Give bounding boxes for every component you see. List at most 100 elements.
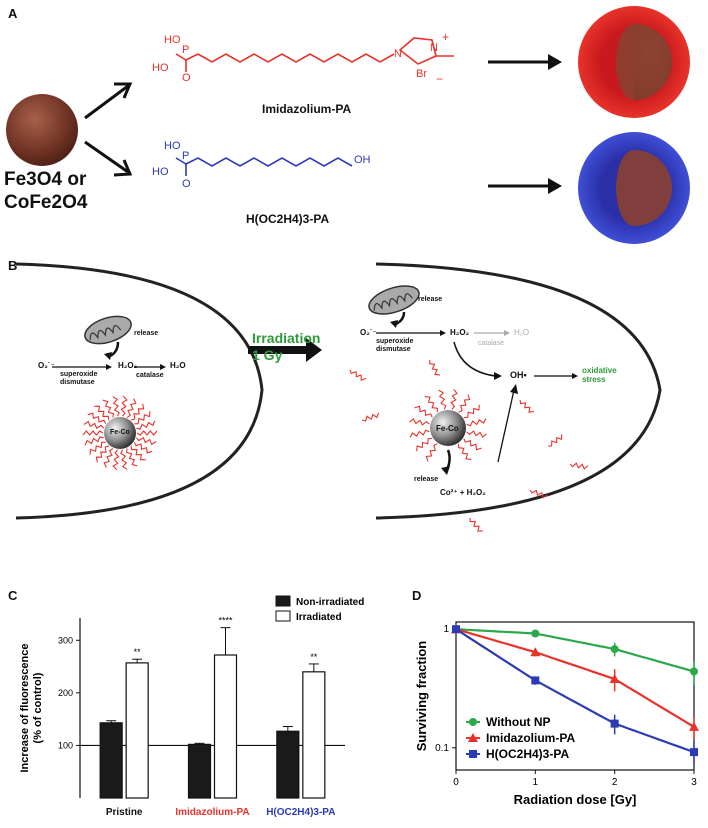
d-point xyxy=(609,674,620,684)
c-bar xyxy=(302,671,326,799)
blue-o-label: O xyxy=(182,178,191,190)
red-ho-label: HO xyxy=(164,34,181,46)
left-o2-label: O₂˙⁻ xyxy=(38,361,55,370)
right-h2o2-label: H₂O₂ xyxy=(450,328,470,337)
coating-arrows xyxy=(488,60,548,188)
c-bar xyxy=(276,730,300,799)
red-minus-label: − xyxy=(436,72,444,86)
hydroxyl-radical-label: OH• xyxy=(510,370,527,380)
panel-d-letter: D xyxy=(412,588,422,603)
d-x-axis-label: Radiation dose [Gy] xyxy=(514,792,637,807)
d-y-axis-label: Surviving fraction xyxy=(414,641,429,752)
d-series-line xyxy=(455,628,695,728)
stress-text: stress xyxy=(582,375,606,384)
panel-a-graphic xyxy=(6,6,690,244)
panel-c-letter: C xyxy=(8,588,18,603)
d-legend-label: H(OC2H4)3-PA xyxy=(486,747,569,761)
right-mitochondrion-icon xyxy=(368,285,420,315)
left-superoxide-text: superoxide xyxy=(60,371,98,378)
left-sod-label: superoxide dismutase xyxy=(60,371,97,387)
left-np-label: Fe-Co xyxy=(110,429,130,436)
d-x-tick-label: 3 xyxy=(691,777,697,788)
c-y-axis-label: Increase of fluorescence(% of control) xyxy=(19,643,44,772)
irradiation-arrow xyxy=(248,338,322,362)
panel-b-letter: B xyxy=(8,258,18,273)
split-arrows xyxy=(84,82,133,177)
peg-pa-structure xyxy=(175,157,353,176)
red-n1-label: N xyxy=(394,48,402,60)
d-legend-marker xyxy=(468,733,478,742)
d-point xyxy=(689,721,699,731)
c-category-label: H(OC2H4)3-PA xyxy=(266,807,335,818)
imidazolium-pa-structure xyxy=(175,37,454,72)
irradiation-line2: 1 Gy xyxy=(252,347,283,363)
panel-a-letter: A xyxy=(8,6,18,21)
right-release-top-label: release xyxy=(418,296,443,303)
blue-p-label: P xyxy=(182,150,190,162)
red-br-label: Br xyxy=(416,68,427,80)
oxidative-stress-label: oxidative stress xyxy=(582,366,617,384)
c-category-label: Imidazolium-PA xyxy=(175,807,249,818)
np-label-line2: CoFe2O4 xyxy=(4,192,88,213)
d-plot-frame xyxy=(455,621,695,771)
released-ligands xyxy=(349,359,589,532)
left-dismutase-text: dismutase xyxy=(60,379,95,386)
c-legend-label: Non-irradiated xyxy=(296,597,364,608)
np-composition-label: Fe3O4 or CoFe2O4 xyxy=(4,168,87,214)
c-bar xyxy=(213,654,238,799)
d-y-tick-label: 0.1 xyxy=(435,743,449,754)
c-legend-swatch xyxy=(275,595,291,607)
red-ho2-label: HO xyxy=(152,62,169,74)
cobalt-reaction-label: Co²⁺ + H₂O₂ xyxy=(440,488,486,497)
right-release-bottom-label: release xyxy=(414,476,439,483)
left-mitochondrion-icon xyxy=(84,315,132,345)
red-p-label: P xyxy=(182,44,190,56)
right-fe-co-nanoparticle xyxy=(409,389,487,462)
right-o2-label: O₂˙⁻ xyxy=(360,328,377,337)
left-h2o-label: H₂O xyxy=(170,361,186,370)
panel-b-graphic xyxy=(15,262,662,532)
d-point xyxy=(531,629,540,638)
d-x-tick-label: 1 xyxy=(533,777,539,788)
c-significance: **** xyxy=(218,616,233,626)
left-h2o2-label: H₂O₂ xyxy=(118,361,138,370)
left-catalase-label: catalase xyxy=(136,372,164,379)
c-bar xyxy=(125,662,149,799)
left-fe-co-nanoparticle xyxy=(82,395,158,471)
d-x-tick-label: 0 xyxy=(453,777,459,788)
right-cell-membrane xyxy=(375,262,662,520)
c-legend-label: Irradiated xyxy=(296,612,342,623)
c-bar xyxy=(187,743,212,799)
d-point xyxy=(610,719,619,728)
blue-ho-label: HO xyxy=(164,140,181,152)
red-o-label: O xyxy=(182,72,191,84)
c-legend-swatch xyxy=(275,610,291,622)
d-point xyxy=(452,625,460,634)
blue-ho2-label: HO xyxy=(152,166,169,178)
left-release-label: release xyxy=(134,330,159,337)
np-label-line1: Fe3O4 or xyxy=(4,169,87,190)
d-point xyxy=(530,647,541,657)
d-legend-label: Without NP xyxy=(486,715,551,729)
d-point xyxy=(690,748,698,757)
right-catalase-label: catalase xyxy=(478,340,505,347)
d-series-line xyxy=(455,628,695,754)
d-legend-marker xyxy=(469,750,477,758)
red-coated-particle xyxy=(578,6,690,118)
c-significance: ** xyxy=(310,652,318,662)
irradiation-label: Irradiation 1 Gy xyxy=(252,330,320,364)
imidazolium-pa-name: Imidazolium-PA xyxy=(262,102,352,116)
blue-coated-particle xyxy=(578,132,690,244)
red-n2-label: N xyxy=(430,42,438,54)
red-plus-label: + xyxy=(442,30,450,44)
c-category-label: Pristine xyxy=(106,807,143,818)
c-y-tick-label: 100 xyxy=(58,740,73,750)
right-np-label: Fe-Co xyxy=(436,424,459,433)
d-x-tick-label: 2 xyxy=(612,777,618,788)
d-point xyxy=(531,676,540,685)
d-y-tick-label: 1 xyxy=(443,624,449,635)
oxidative-text: oxidative xyxy=(582,366,617,375)
right-dismutase-text: dismutase xyxy=(376,346,411,353)
